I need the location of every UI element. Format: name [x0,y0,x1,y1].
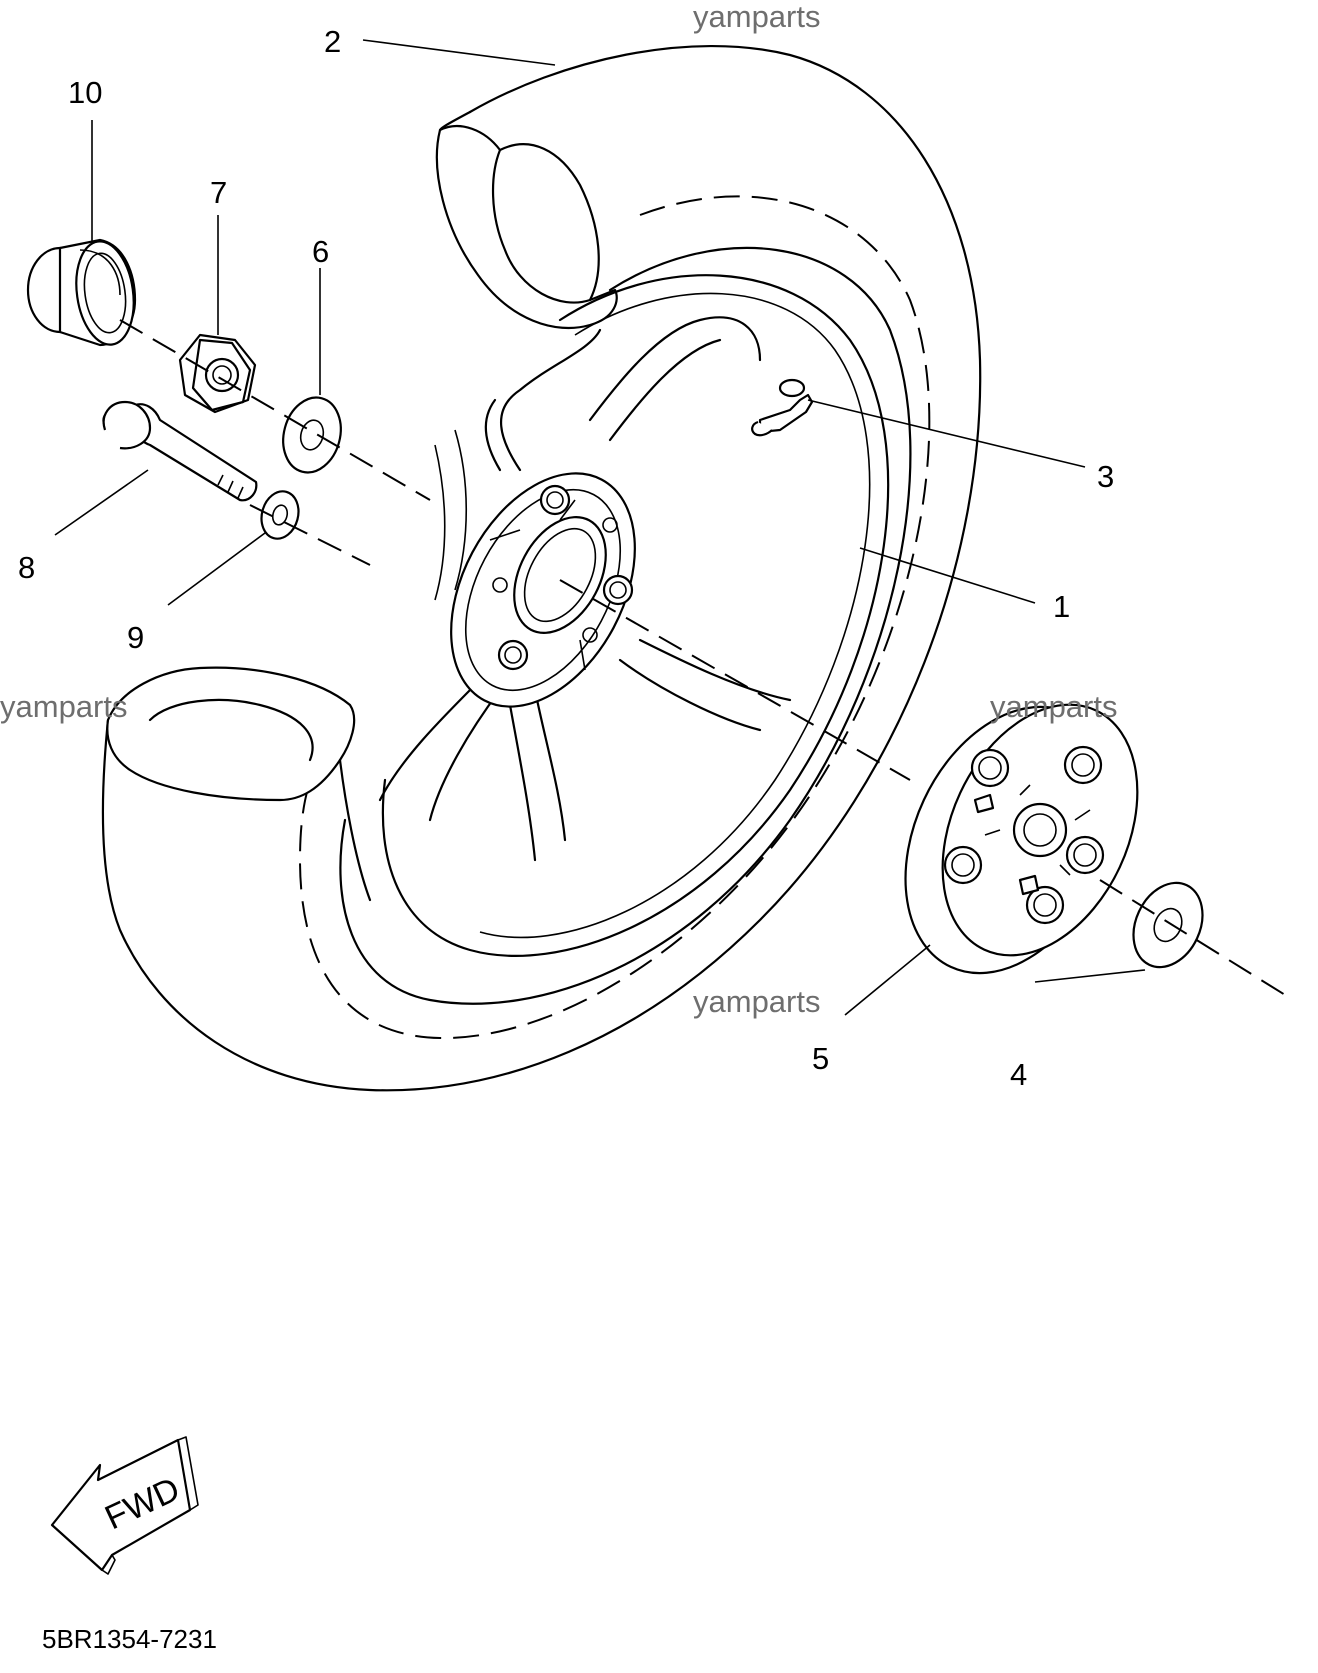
callout-10: 10 [68,75,102,110]
collar [26,238,137,347]
callout-1: 1 [1053,589,1070,624]
watermark: yamparts [693,0,820,34]
callout-3: 3 [1097,459,1114,494]
bolt [102,400,258,502]
callout-6: 6 [312,234,329,269]
watermark: yamparts [0,689,127,724]
callout-8: 8 [18,550,35,585]
callout-9: 9 [127,620,144,655]
valve [751,378,814,437]
watermark: yamparts [693,984,820,1019]
nut [178,333,257,414]
callout-7: 7 [210,175,227,210]
callout-4: 4 [1010,1057,1027,1092]
washer-4 [1132,881,1204,969]
washer-9 [260,490,300,540]
watermark: yamparts [990,689,1117,724]
forward-arrow-icon: FWD [50,1436,199,1575]
assembly-axis-lines [119,319,1291,999]
wheel-rim [378,274,890,957]
callout-2: 2 [324,24,341,59]
callout-5: 5 [812,1041,829,1076]
washer-6 [282,396,342,474]
leader-lines [54,39,1146,1016]
clutch-hub [904,703,1139,975]
tire [101,44,982,1092]
diagram-code: 5BR1354-7231 [42,1624,217,1654]
